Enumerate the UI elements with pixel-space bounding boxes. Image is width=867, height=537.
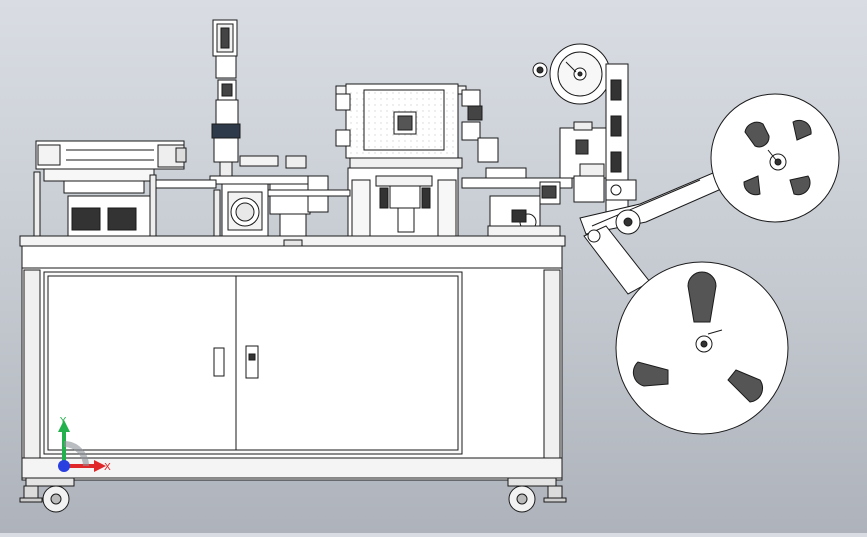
door-handle-left	[213, 347, 225, 377]
reel-lower-large	[615, 261, 789, 435]
z-axis-dot	[58, 460, 70, 472]
spindle-column	[211, 19, 241, 179]
caster-right	[507, 477, 567, 513]
cabinet-door-left	[47, 275, 237, 451]
y-axis-label: Y	[59, 416, 67, 427]
left-feeder-module	[33, 140, 187, 237]
conveyor-rail-center	[267, 189, 351, 197]
upper-tape-reel	[532, 43, 637, 225]
x-axis-label: X	[104, 462, 111, 473]
caster-left	[19, 477, 75, 513]
cabinet-door-right	[235, 275, 459, 451]
feed-section-right	[461, 121, 607, 237]
reel-upper-large	[710, 93, 840, 223]
door-handle-right	[245, 345, 259, 379]
cabinet-base	[19, 235, 566, 481]
lower-reel-arm	[583, 209, 651, 295]
coordinate-triad: Y X	[58, 416, 111, 473]
press-module	[335, 83, 499, 237]
conveyor-rail-left	[155, 179, 217, 189]
